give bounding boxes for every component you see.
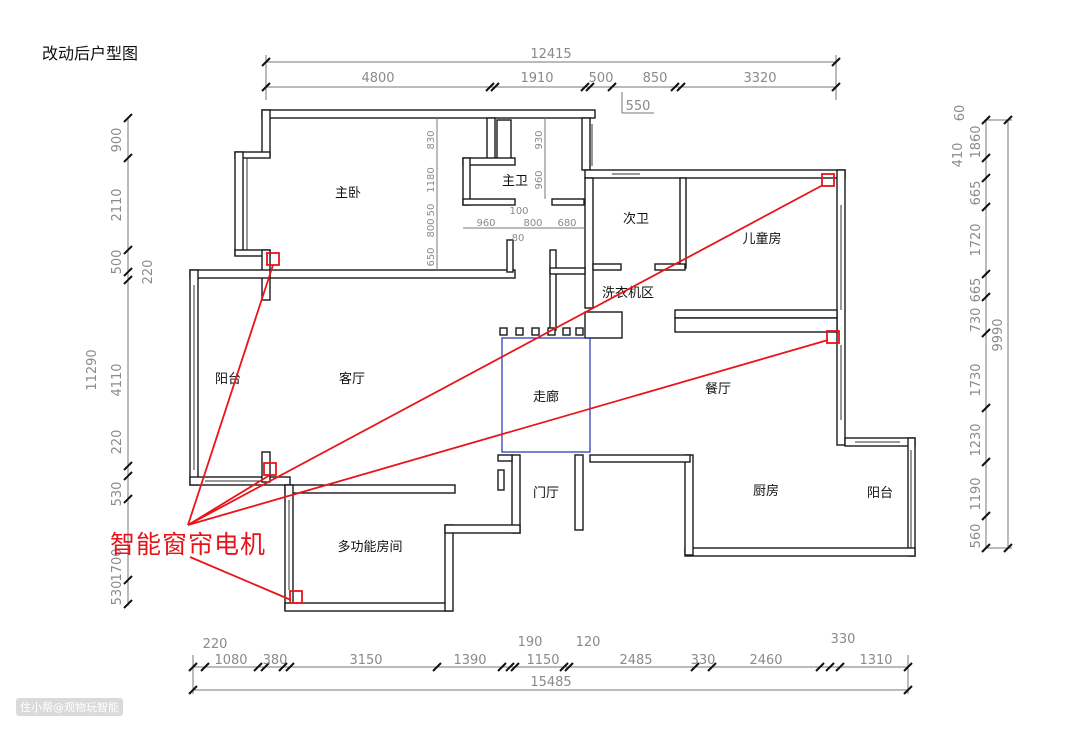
room-dining: 餐厅 xyxy=(705,381,731,397)
dim-right: 410 xyxy=(951,143,966,168)
room-master-bath: 主卫 xyxy=(502,174,528,189)
dim-left: 1700 xyxy=(110,548,125,581)
room-living: 客厅 xyxy=(339,371,365,387)
dim-left-total: 11290 xyxy=(85,349,100,390)
room-labels: 主卧 主卫 次卫 儿童房 洗衣机区 阳台 客厅 走廊 餐厅 门厅 厨房 阳台 多… xyxy=(215,174,893,555)
corridor-column-blocks xyxy=(499,327,584,336)
dim-right: 1860 xyxy=(969,125,984,158)
dim-top: 850 xyxy=(643,71,668,86)
dim-right: 1730 xyxy=(969,363,984,396)
dim-right: 665 xyxy=(969,181,984,206)
corridor-highlight xyxy=(501,337,591,453)
dim-bottom: 1150 xyxy=(526,653,559,668)
dim-top: 500 xyxy=(589,71,614,86)
inner-dim: 80 xyxy=(512,233,525,244)
dim-top-total: 12415 xyxy=(530,47,571,62)
dim-bottom: 1310 xyxy=(859,653,892,668)
top-dimensions: 12415 4800 1910 500 850 3320 550 xyxy=(261,47,841,114)
dim-bottom: 1080 xyxy=(214,653,247,668)
dim-left: 500 xyxy=(110,250,125,275)
inner-dim: 960 xyxy=(534,170,545,189)
motor-marker xyxy=(826,330,840,344)
dim-top-extra: 550 xyxy=(626,99,651,114)
dim-left: 4110 xyxy=(110,363,125,396)
walls xyxy=(189,109,916,612)
dim-right: 60 xyxy=(953,105,968,122)
motor-marker xyxy=(266,252,280,266)
inner-dim: 830 xyxy=(426,130,437,149)
inner-dim: 50 xyxy=(426,204,437,217)
curtain-motor-label: 智能窗帘电机 xyxy=(110,530,267,559)
dim-bottom: 2485 xyxy=(619,653,652,668)
room-second-bath: 次卫 xyxy=(623,211,649,227)
dim-bottom-total: 15485 xyxy=(530,675,571,690)
room-kitchen: 厨房 xyxy=(753,483,779,499)
right-dimensions: 60 410 1860 665 1720 665 730 9990 1730 1… xyxy=(951,105,1013,553)
room-corridor: 走廊 xyxy=(533,389,559,405)
motor-marker xyxy=(289,590,303,604)
left-dimensions: 900 2110 500 220 11290 4110 220 530 1700… xyxy=(85,113,156,609)
dim-left: 530 xyxy=(110,482,125,507)
motor-marker xyxy=(821,173,835,187)
dim-right: 560 xyxy=(969,524,984,549)
dim-top: 4800 xyxy=(361,71,394,86)
inner-dim: 100 xyxy=(509,206,528,217)
dim-right: 1230 xyxy=(969,423,984,456)
room-kids: 儿童房 xyxy=(742,231,781,247)
dim-bottom: 190 xyxy=(518,635,543,650)
dim-left: 530 xyxy=(110,581,125,606)
inner-dim: 800 xyxy=(523,218,542,229)
dim-bottom: 330 xyxy=(691,653,716,668)
dim-right: 1190 xyxy=(969,477,984,510)
bottom-dimensions: 220 1080 380 3150 1390 190 1150 120 2485… xyxy=(188,632,913,695)
curtain-motor-markers xyxy=(187,173,840,604)
inner-dim: 960 xyxy=(476,218,495,229)
inner-dimensions: 830 1180 50 800 650 960 100 800 680 80 9… xyxy=(426,118,585,270)
room-balcony-right: 阳台 xyxy=(867,486,893,501)
dim-left: 220 xyxy=(110,430,125,455)
dim-bottom: 3150 xyxy=(349,653,382,668)
dim-top: 1910 xyxy=(520,71,553,86)
dim-bottom: 1390 xyxy=(453,653,486,668)
inner-dim: 1180 xyxy=(426,167,437,192)
motor-marker xyxy=(263,462,277,476)
dim-top: 3320 xyxy=(743,71,776,86)
inner-dim: 930 xyxy=(534,130,545,149)
dim-bottom: 220 xyxy=(203,637,228,652)
dim-right-total: 9990 xyxy=(991,318,1006,351)
dim-bottom: 330 xyxy=(831,632,856,647)
room-master-bedroom: 主卧 xyxy=(335,186,361,201)
watermark: 住小帮@观物玩智能 xyxy=(16,698,123,716)
plan-title: 改动后户型图 xyxy=(42,44,139,63)
inner-dim: 680 xyxy=(557,218,576,229)
dim-left: 2110 xyxy=(110,188,125,221)
dim-bottom: 120 xyxy=(576,635,601,650)
room-multifunction: 多功能房间 xyxy=(337,539,402,555)
dim-right: 730 xyxy=(969,308,984,333)
dim-bottom: 380 xyxy=(263,653,288,668)
dim-bottom: 2460 xyxy=(749,653,782,668)
inner-dim: 800 xyxy=(426,218,437,237)
dim-right: 1720 xyxy=(969,223,984,256)
room-foyer: 门厅 xyxy=(533,486,559,501)
dim-left: 900 xyxy=(110,128,125,153)
inner-dim: 650 xyxy=(426,247,437,266)
dim-right: 665 xyxy=(969,278,984,303)
dim-left: 220 xyxy=(141,260,156,285)
